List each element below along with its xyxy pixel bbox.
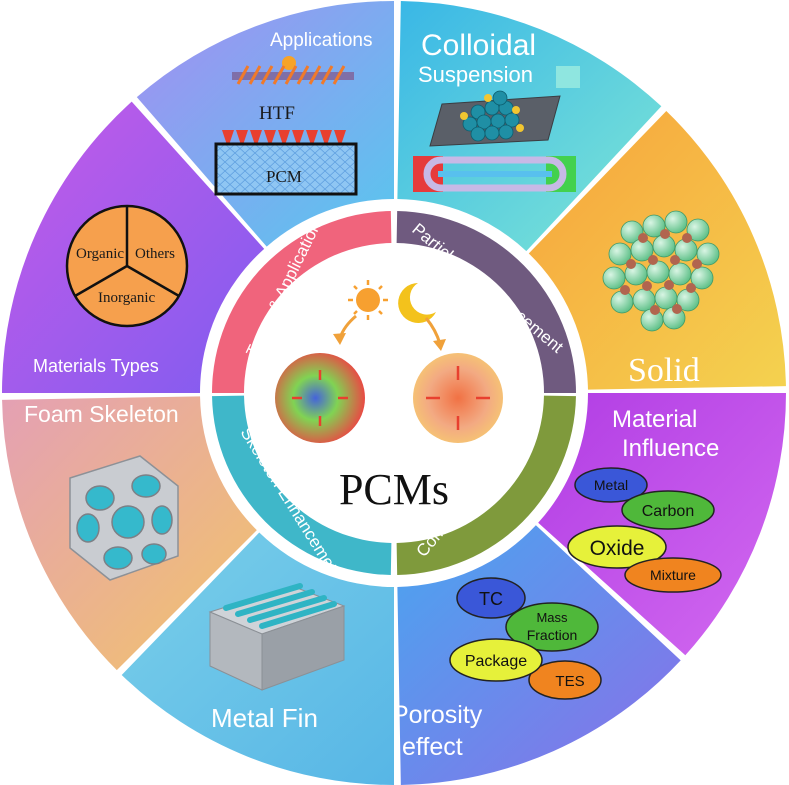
pie-inorganic-label: Inorganic [98,290,156,306]
htf-pipe [232,72,354,80]
solid-sector: Solid [602,210,720,389]
pill-oxide-label: Oxide [590,537,645,560]
pill-metal-label: Metal [594,477,628,493]
ring-quadrant-particles-enhancement [396,211,576,393]
applications-sector: Applications HTF PCM [214,30,372,196]
porosity-sector: TC Mass Fraction TES Package Porosity ef… [392,577,602,761]
pill-carbon-label: Carbon [642,503,694,520]
flow-loop [423,156,567,192]
pill-package [449,638,543,682]
arrow-to-left-sphere-head [333,333,346,345]
center-disk [246,245,542,541]
htf-label: HTF [259,103,295,124]
ring-quadrant-skeleton-enhancement [212,395,392,575]
nanoparticle-cluster [462,90,520,142]
porosity-title-line2: effect [402,733,463,761]
sphere-melting [275,353,365,443]
material-influence-title-line1: Material [612,406,697,433]
gold-particles [460,94,524,132]
htf-hatching [236,65,346,85]
pill-tes-label: TES [555,673,584,690]
pill-mass-label: Mass [536,610,568,625]
center-content: PCMs [275,280,503,514]
pcm-container [214,142,358,196]
crystal-lattice [602,210,720,332]
pill-metal [574,467,648,503]
pie-others-label: Others [135,246,175,262]
materials-types-sector: Organic Others Inorganic Materials Types [33,204,189,376]
foam-skeleton-sector: Foam Skeleton [24,401,179,581]
sun-icon-center [348,280,388,320]
sphere-arrows [292,366,490,430]
moon-icon [398,283,436,323]
ring-quadrant-types-application [212,211,392,393]
metal-fin-sector: Metal Fin [208,583,346,733]
colloidal-sector: Colloidal Suspension [413,29,580,192]
colloidal-title-line2: Suspension [418,62,533,87]
center-title: PCMs [339,465,449,514]
pill-mass-fraction [505,602,599,652]
material-influence-sector: Material Influence Metal Carbon Oxide Mi… [567,406,722,593]
pill-tc-label: TC [479,589,503,609]
sphere-solidifying [413,353,503,443]
materials-pie-dividers [74,206,180,298]
pill-fraction-label: Fraction [527,627,578,643]
heat-arrows [222,130,346,148]
pill-carbon [621,490,715,530]
arrow-to-right-sphere-head [433,339,446,351]
pill-oxide [567,525,667,569]
suspension-highlight [556,66,580,88]
material-influence-title-line2: Influence [622,435,719,462]
foam-pores [76,474,173,570]
foam-skeleton-title: Foam Skeleton [24,401,179,427]
ring-quadrant-composite-optimization [396,395,576,575]
materials-types-title: Materials Types [33,356,159,376]
porosity-title-line1: Porosity [392,701,483,729]
metal-fin-title: Metal Fin [211,703,318,733]
crystal-small-atoms [620,229,702,315]
pill-tc [456,577,526,619]
fin-box-right [261,605,345,691]
pill-package-label: Package [465,653,527,670]
solid-title: Solid [628,352,700,389]
colloidal-title-line1: Colloidal [421,29,536,62]
sun-icon [282,56,296,70]
applications-title: Applications [270,30,372,51]
pcm-box-label: PCM [266,167,302,186]
pie-organic-label: Organic [76,246,124,262]
pill-tes [528,660,602,700]
fins [223,583,337,629]
pill-mixture [624,557,722,593]
pill-mixture-label: Mixture [650,567,696,583]
